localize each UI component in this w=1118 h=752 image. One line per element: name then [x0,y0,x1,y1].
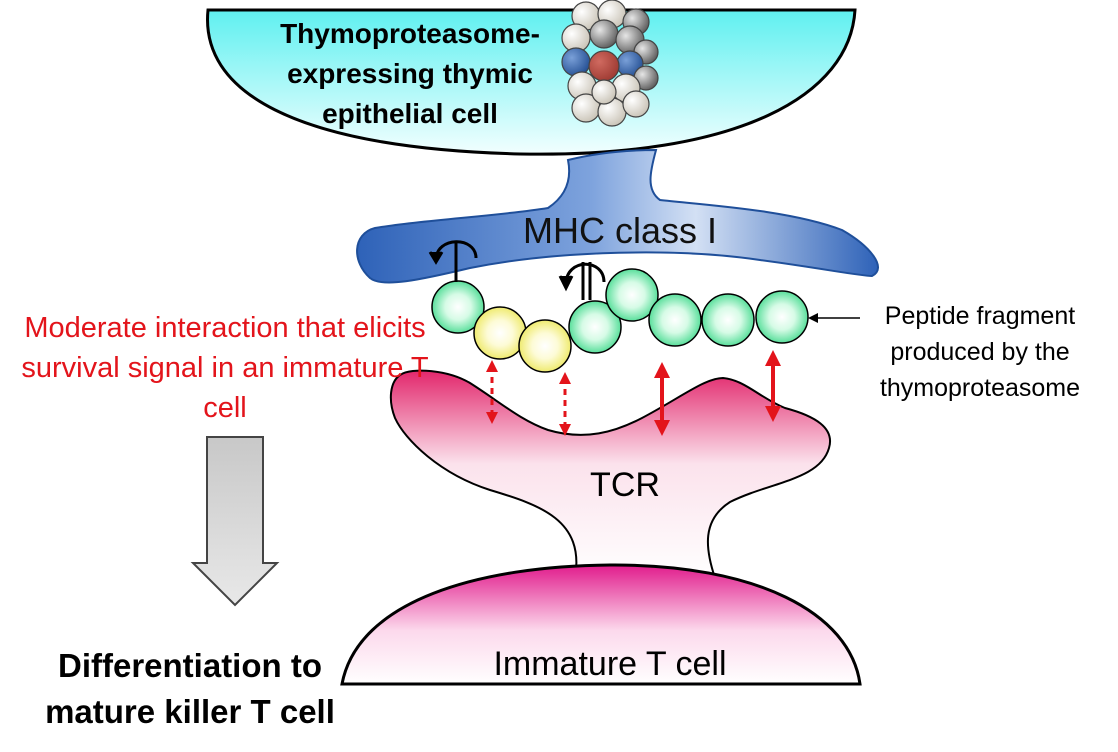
mhc-label: MHC class I [522,210,717,251]
interaction-label: Moderate interaction that elicits surviv… [21,312,429,424]
peptide-residue-6 [648,293,702,347]
peptide-fragment [431,268,809,373]
tcr-label: TCR [590,466,660,504]
mhc-class-i [356,148,879,284]
double-headed-arrow-icon [486,350,781,436]
peptide-residue-7 [701,293,755,347]
peptide-residue-2 [473,306,527,360]
peptide-residue-1 [431,280,485,334]
peptide-residue-8 [755,290,809,344]
epithelial-cell-label: Thymoproteasome-expressing thymic epithe… [280,18,540,129]
peptide-residue-3 [518,319,572,373]
peptide-residue-5 [605,268,659,322]
outcome-label: Differentiation to mature killer T cell [45,647,335,730]
anchor-arrow-icon [428,240,478,282]
epithelial-cell [206,8,857,156]
immature-t-cell-label: Immature T cell [493,645,727,683]
proteasome-icon [561,0,659,127]
immature-t-cell [340,563,862,686]
peptide-label: Peptide fragment produced by the thymopr… [879,302,1081,402]
anchor-arrow-icon [558,262,606,300]
peptide-residue-4 [568,300,622,354]
peptide-pointer [808,313,860,323]
tcr [389,369,832,579]
down-arrow-icon [190,436,280,607]
